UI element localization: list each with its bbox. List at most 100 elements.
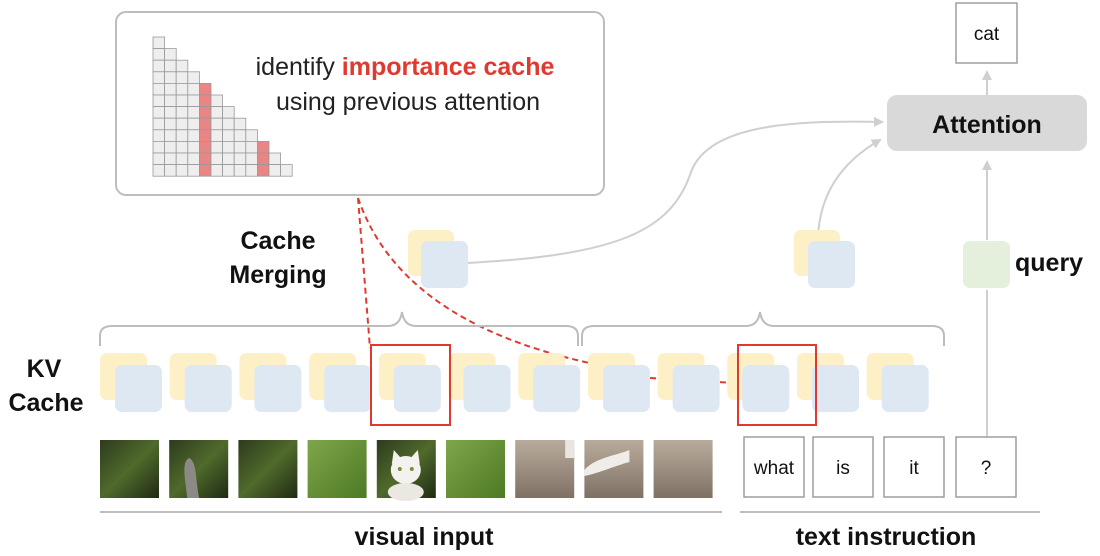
visual-input-frames xyxy=(100,440,713,501)
attention-cell xyxy=(152,94,166,108)
attention-cell xyxy=(210,140,224,154)
visual-group-brace xyxy=(99,311,579,346)
attention-cell xyxy=(210,106,224,119)
visual-input-label: visual input xyxy=(355,523,495,551)
attention-cell xyxy=(245,152,258,166)
attention-cell xyxy=(198,140,212,154)
attention-cell xyxy=(187,117,200,131)
kv-value-block xyxy=(324,365,372,412)
attention-cell xyxy=(152,117,166,131)
text-token: ? xyxy=(955,436,1017,498)
attention-cell xyxy=(175,140,189,154)
merged-visual-to-attention-connector xyxy=(466,116,884,264)
attention-cell xyxy=(175,129,189,142)
importance-highlight-text xyxy=(737,344,817,426)
attention-cell xyxy=(164,83,177,96)
attention-cell xyxy=(152,71,166,84)
kv-cache-label-line2: Cache xyxy=(8,389,83,417)
attention-cell xyxy=(233,164,247,177)
kv-value-block xyxy=(184,365,232,412)
attention-cell xyxy=(198,117,212,131)
kv-value-block xyxy=(393,365,441,412)
attention-cell xyxy=(245,140,258,154)
merged-text-to-attention-connector xyxy=(817,139,882,238)
kv-value-block xyxy=(602,365,650,412)
text-group-brace xyxy=(581,311,945,346)
attention-cell xyxy=(210,152,224,166)
kv-value-block xyxy=(812,365,859,412)
path-ground-photo xyxy=(653,440,713,498)
attention-cell xyxy=(175,164,189,177)
text-instruction-tokens: what is it? xyxy=(743,436,1017,498)
attention-cell xyxy=(198,106,212,119)
output-token-label: cat xyxy=(974,24,1000,45)
attention-cell xyxy=(164,164,177,177)
attention-cell xyxy=(222,106,235,119)
pointer-line-to-visual-cache xyxy=(357,197,371,349)
text-instruction-label: text instruction xyxy=(796,523,977,551)
attention-cell xyxy=(152,48,166,61)
attention-cell xyxy=(175,106,189,119)
attention-cell xyxy=(198,94,212,108)
cat-on-path-photo xyxy=(515,440,575,498)
kv-value-block xyxy=(672,365,720,412)
attention-cell xyxy=(210,117,224,131)
attention-cell xyxy=(256,140,270,154)
attention-cell xyxy=(245,129,258,142)
attention-cell xyxy=(164,117,177,131)
attention-label: Attention xyxy=(932,111,1042,139)
callout-line1: identify importance cache xyxy=(256,53,555,81)
attention-cell xyxy=(175,59,189,73)
attention-cell xyxy=(280,164,293,177)
output-token-box xyxy=(955,2,1018,64)
attention-cell xyxy=(233,140,247,154)
attention-cell xyxy=(256,152,270,166)
callout-line1-plain: identify xyxy=(256,53,342,81)
attention-cell xyxy=(164,94,177,108)
attention-cell xyxy=(152,106,166,119)
attention-cell xyxy=(152,152,166,166)
attention-cell xyxy=(268,164,282,177)
cache-merging-label-line1: Cache xyxy=(240,227,315,255)
text-token-label: what xyxy=(753,458,795,479)
blurred-forest-photo xyxy=(238,440,298,498)
attention-cell xyxy=(175,83,189,96)
attention-cell xyxy=(187,106,200,119)
text-token-label: is xyxy=(836,458,850,479)
attention-cell xyxy=(210,129,224,142)
cat-paw-on-path-photo xyxy=(584,440,644,498)
merged-visual-value xyxy=(421,241,468,288)
attention-cell xyxy=(222,152,235,166)
kv-cache-row xyxy=(100,353,929,412)
cat-tail-photo xyxy=(169,440,229,498)
attention-cell xyxy=(198,164,212,177)
attention-cell xyxy=(164,152,177,166)
callout-line2: using previous attention xyxy=(276,88,540,116)
kv-value-block xyxy=(254,365,302,412)
white-cat-photo xyxy=(376,440,436,501)
importance-highlight-visual xyxy=(370,344,451,426)
attention-cell xyxy=(164,129,177,142)
attention-cell xyxy=(175,71,189,84)
attention-cell xyxy=(187,152,200,166)
attention-cell xyxy=(256,164,270,177)
text-token-label: it xyxy=(909,458,919,479)
attention-cell xyxy=(152,140,166,154)
attention-cell xyxy=(245,164,258,177)
attention-cell xyxy=(187,129,200,142)
attention-cell xyxy=(187,140,200,154)
kv-value-block xyxy=(463,365,511,412)
query-vector xyxy=(963,241,1010,288)
attention-cell xyxy=(164,48,177,61)
merged-text-value xyxy=(808,241,855,288)
text-token: it xyxy=(883,436,945,498)
attention-cell xyxy=(187,71,200,84)
attention-cell xyxy=(187,164,200,177)
text-token-label: ? xyxy=(981,458,992,479)
attention-cell xyxy=(152,59,166,73)
attention-cell xyxy=(210,164,224,177)
grass-photo xyxy=(307,440,367,498)
attention-cell xyxy=(164,71,177,84)
